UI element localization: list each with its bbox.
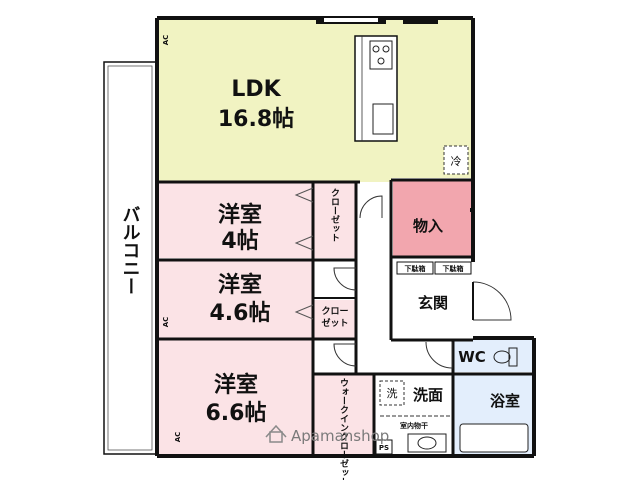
bathtub-icon: [459, 423, 529, 453]
bed3-name: 洋室: [214, 372, 258, 398]
door-arcs: [333, 195, 453, 369]
ps-label: PS: [379, 444, 389, 452]
balcony-railing: [107, 65, 153, 451]
bed1-size: 4帖: [221, 229, 258, 254]
shoe-box: [396, 261, 434, 275]
ldk-name: LDK: [231, 77, 281, 102]
closet1-label: クローゼット: [329, 188, 340, 242]
room-ldk: [159, 19, 471, 182]
drying-label: 室内物干: [400, 421, 428, 430]
ac-label-ldk: AC: [162, 35, 170, 46]
bed1-name: 洋室: [218, 202, 262, 228]
room-monoire: [393, 181, 471, 256]
toilet-icon: [493, 347, 518, 367]
shoe-box: [434, 261, 472, 275]
room-bedroom-6-6: [159, 340, 313, 454]
senmen-label: 洗面: [413, 386, 443, 404]
fridge-space: [443, 145, 469, 175]
bed2-name: 洋室: [218, 272, 262, 298]
closet2-label-line2: ゼット: [321, 317, 348, 329]
bath-label: 浴室: [490, 392, 520, 410]
fridge-label: 冷: [451, 155, 462, 168]
ldk-size: 16.8帖: [218, 107, 294, 132]
room-closet-1: [314, 183, 355, 258]
washer-space: [379, 380, 405, 406]
balcony: [103, 61, 157, 455]
ps-box: [375, 439, 393, 455]
closet2-label-line1: クロー: [321, 306, 348, 317]
entrance-door-arc: [472, 281, 512, 321]
window: [324, 18, 378, 22]
stove-icon: [369, 40, 393, 70]
room-wc: [454, 340, 532, 372]
ac-label-bed2: AC: [162, 317, 170, 328]
room-bedroom-4: [159, 183, 313, 258]
monoire-label: 物入: [413, 217, 443, 235]
room-closet-2: [314, 300, 355, 338]
bed2-size: 4.6帖: [210, 301, 271, 326]
shoe-box-label: 下駄箱: [443, 264, 464, 273]
room-walk-in-closet: [314, 375, 374, 454]
sink-icon: [372, 103, 394, 135]
genkan-label: 玄関: [418, 294, 448, 312]
window: [403, 16, 438, 24]
closet-door-marks: [294, 187, 314, 320]
shoe-box-label: 下駄箱: [405, 264, 426, 273]
washbasin-icon: [407, 433, 447, 453]
ac-label-bed3: AC: [174, 432, 182, 443]
walkin-closet-label: ウォークインクローゼット: [338, 378, 349, 480]
balcony-label: バルコニー: [120, 205, 141, 295]
washer-label: 洗: [387, 387, 398, 400]
house-logo-icon: [265, 424, 287, 443]
watermark: Apamanshop: [291, 427, 389, 445]
wc-label: WC: [458, 348, 486, 366]
room-bedroom-4-6: [159, 261, 313, 338]
interior-walls: [157, 178, 534, 456]
bed3-size: 6.6帖: [206, 401, 267, 426]
